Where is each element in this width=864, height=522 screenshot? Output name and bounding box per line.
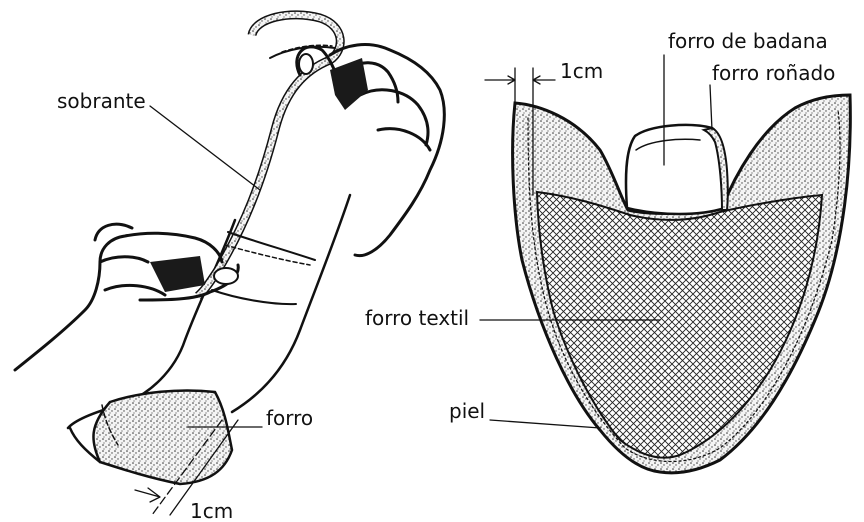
upper-thumb-nail bbox=[299, 54, 313, 74]
left-figure: sobrante forro 1cm bbox=[15, 15, 444, 522]
label-forro-ronado: forro roñado bbox=[712, 61, 835, 85]
leader-forro-ronado bbox=[710, 85, 712, 130]
label-forro-textil: forro textil bbox=[365, 306, 469, 330]
label-forro-de-badana: forro de badana bbox=[668, 29, 828, 53]
tongue-lining bbox=[626, 125, 725, 214]
label-dimension-left: 1cm bbox=[190, 499, 233, 522]
label-forro: forro bbox=[266, 406, 313, 430]
upper-hand-shadow bbox=[330, 58, 368, 110]
label-piel: piel bbox=[449, 399, 485, 423]
dim-arrow-right bbox=[533, 76, 555, 84]
leader-piel bbox=[490, 420, 600, 428]
label-dimension-right: 1cm bbox=[560, 59, 603, 83]
textile-lining bbox=[537, 192, 822, 458]
lower-thumb-nail bbox=[214, 268, 238, 284]
right-figure: 1cm forro de badana forro roñado forro t… bbox=[365, 29, 850, 473]
label-sobrante: sobrante bbox=[57, 89, 146, 113]
lower-hand-shadow bbox=[150, 256, 205, 292]
dim-arrow-left bbox=[485, 76, 515, 84]
upper-hand bbox=[297, 45, 445, 256]
lower-hand bbox=[15, 224, 238, 370]
dimension-arrow-bottom bbox=[135, 488, 160, 502]
leader-sobrante bbox=[150, 106, 260, 190]
